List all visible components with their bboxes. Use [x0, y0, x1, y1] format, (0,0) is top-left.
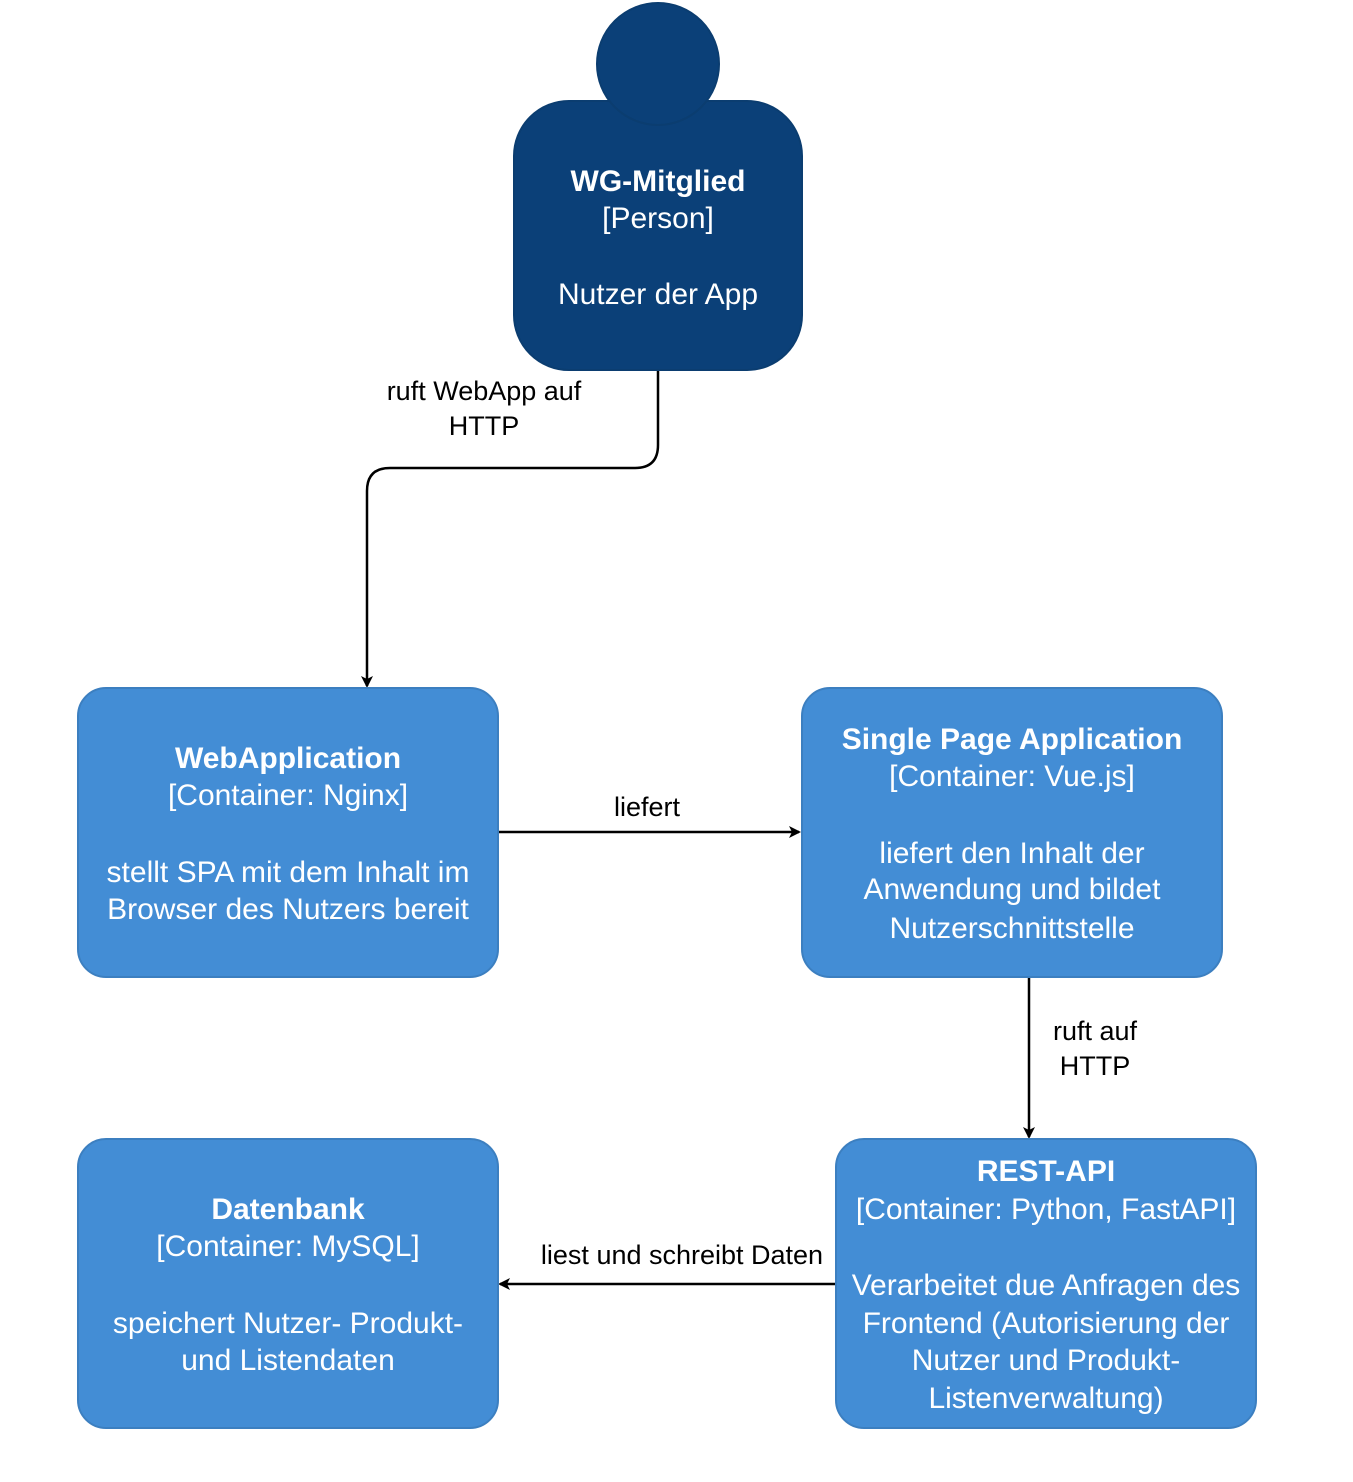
container-spa-description-line: liefert den Inhalt der: [879, 837, 1144, 870]
container-restapi-description-line: Nutzer und Produkt-: [912, 1344, 1180, 1377]
person-node: WG-Mitglied [Person] Nutzer der App: [513, 2, 803, 371]
container-database-title: Datenbank: [211, 1193, 365, 1226]
container-spa-box: [801, 687, 1223, 978]
edge-label-restapi-to-database: liest und schreibt Daten: [541, 1240, 823, 1270]
container-webapp-description-line: Browser des Nutzers bereit: [107, 893, 469, 926]
container-restapi-title: REST-API: [977, 1155, 1115, 1188]
person-body: [513, 100, 803, 371]
container-webapp: WebApplication [Container: Nginx] stellt…: [77, 687, 499, 978]
container-restapi-description-line: Verarbeitet due Anfragen des: [852, 1269, 1241, 1302]
container-restapi-description-line: Listenverwaltung): [928, 1382, 1163, 1415]
container-webapp-description-line: stellt SPA mit dem Inhalt im: [107, 856, 470, 889]
container-database-description-line: und Listendaten: [181, 1344, 395, 1377]
container-spa: Single Page Application [Container: Vue.…: [801, 687, 1223, 978]
person-head-icon: [596, 2, 720, 126]
person-type: [Person]: [602, 202, 714, 235]
edge-person-to-webapp: [361, 370, 660, 688]
container-webapp-type: [Container: Nginx]: [168, 779, 408, 812]
container-database: Datenbank [Container: MySQL] speichert N…: [77, 1138, 499, 1429]
container-database-description-line: speichert Nutzer- Produkt-: [113, 1307, 463, 1340]
container-database-type: [Container: MySQL]: [156, 1230, 419, 1263]
container-spa-type: [Container: Vue.js]: [889, 760, 1135, 793]
container-restapi-description-line: Frontend (Autorisierung der: [863, 1307, 1230, 1340]
edge-label-person-to-webapp: ruft WebApp auf: [387, 376, 582, 406]
edge-protocol-spa-to-restapi: HTTP: [1060, 1051, 1131, 1081]
person-description: Nutzer der App: [558, 278, 758, 311]
container-database-box: [77, 1138, 499, 1429]
edge-label-spa-to-restapi: ruft auf: [1053, 1016, 1138, 1046]
container-spa-description-line: Anwendung und bildet: [864, 873, 1162, 906]
container-restapi-type: [Container: Python, FastAPI]: [856, 1193, 1236, 1226]
container-webapp-box: [77, 687, 499, 978]
container-restapi-box: [835, 1138, 1257, 1429]
container-spa-description-line: Nutzerschnittstelle: [889, 912, 1134, 945]
container-spa-title: Single Page Application: [842, 723, 1183, 756]
container-restapi: REST-API [Container: Python, FastAPI] Ve…: [835, 1138, 1257, 1429]
edge-label-webapp-to-spa: liefert: [614, 792, 681, 822]
person-title: WG-Mitglied: [571, 165, 746, 198]
edge-protocol-person-to-webapp: HTTP: [449, 411, 520, 441]
container-webapp-title: WebApplication: [175, 742, 401, 775]
